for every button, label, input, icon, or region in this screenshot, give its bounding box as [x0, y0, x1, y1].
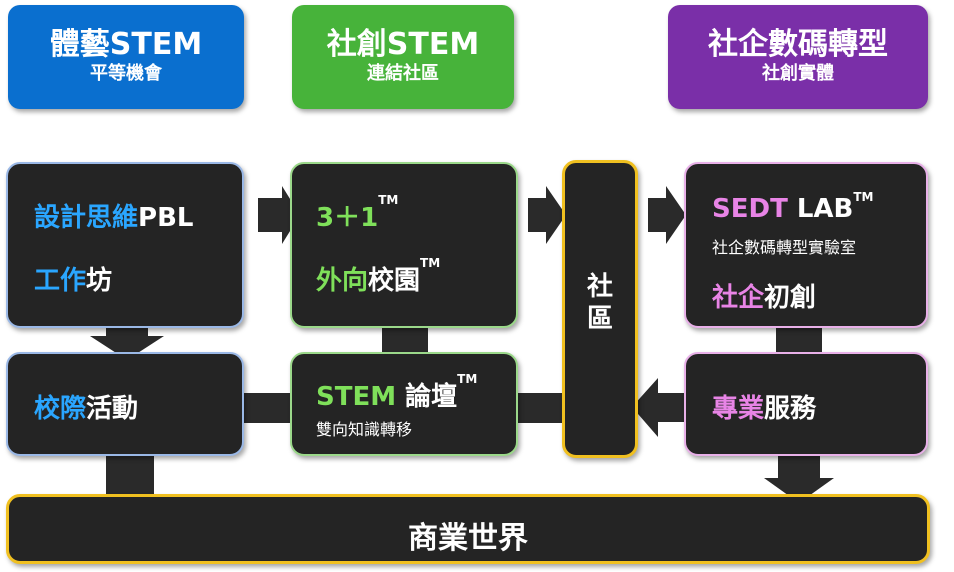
header-social-stem-subtitle: 連結社區	[367, 63, 439, 84]
community-label: 社區	[586, 272, 613, 334]
header-digital-transformation: 社企數碼轉型 社創實體	[668, 5, 928, 109]
sedt-lab-subtitle: 社企數碼轉型實驗室	[712, 238, 857, 257]
workshop-line: 工作坊	[34, 260, 112, 297]
arrow-right-3	[648, 186, 686, 244]
outward-label: 外向	[316, 266, 369, 296]
campus-label: 校園	[368, 266, 421, 296]
sedt-label: SEDT	[712, 194, 788, 224]
sedt-lab-line: SEDT LABTM	[712, 190, 874, 224]
professional-services-line: 專業服務	[712, 388, 816, 425]
header-digital-transformation-subtitle: 社創實體	[762, 63, 834, 84]
stem-forum-line: STEM 論壇TM	[316, 372, 477, 413]
community-box: 社區	[562, 160, 638, 458]
design-thinking-box: 設計思維PBL 工作坊	[6, 162, 244, 328]
business-world-box: 商業世界	[6, 494, 930, 564]
services-label: 服務	[764, 394, 817, 424]
professional-label: 專業	[712, 394, 765, 424]
connector-sedt-service	[776, 328, 822, 352]
lab-label: LAB	[787, 194, 854, 224]
workshop-label-a: 工作	[34, 266, 87, 296]
arrow-right-2	[528, 186, 566, 244]
tm-mark-1: TM	[378, 193, 399, 207]
connector-forum-community	[518, 393, 564, 423]
school-activities-line: 校際活動	[34, 388, 138, 425]
tm-mark-4: TM	[457, 372, 478, 386]
sedt-lab-box: SEDT LABTM 社企數碼轉型實驗室 社企初創	[684, 162, 928, 328]
social-enterprise-label: 社企	[712, 283, 765, 313]
three-plus-one-box: 3＋1TM 外向校園TM	[290, 162, 518, 328]
design-thinking-label: 設計思維	[34, 203, 139, 233]
pbl-label: PBL	[138, 203, 194, 233]
three-plus-one-line: 3＋1TM	[316, 193, 398, 234]
inter-school-label: 校際	[34, 394, 87, 424]
stem-label: STEM	[316, 382, 397, 412]
school-activities-box: 校際活動	[6, 352, 244, 456]
arrow-right-1	[258, 186, 300, 244]
header-social-stem-title: 社創STEM	[326, 27, 480, 62]
arrow-down-2	[764, 456, 834, 503]
connector-threeone-forum	[382, 328, 428, 352]
tm-mark-3: TM	[853, 190, 874, 204]
outward-campus-line: 外向校園TM	[316, 256, 440, 297]
three-plus-one-label: 3＋1	[316, 203, 379, 233]
forum-label: 論壇	[396, 382, 458, 412]
arrow-down-1	[90, 326, 164, 360]
header-digital-transformation-title: 社企數碼轉型	[708, 27, 888, 62]
connector-school-forum	[244, 393, 292, 423]
tm-mark-2: TM	[420, 256, 441, 270]
professional-services-box: 專業服務	[684, 352, 928, 456]
business-world-label: 商業世界	[408, 521, 528, 556]
stem-forum-subtitle: 雙向知識轉移	[316, 420, 413, 439]
header-arts-stem-subtitle: 平等機會	[90, 63, 162, 84]
stem-forum-box: STEM 論壇TM 雙向知識轉移	[290, 352, 518, 456]
social-startup-line: 社企初創	[712, 277, 816, 314]
arrow-left-1	[632, 378, 684, 437]
startup-label: 初創	[764, 283, 817, 313]
header-arts-stem: 體藝STEM 平等機會	[8, 5, 244, 109]
activities-label: 活動	[86, 394, 139, 424]
connector-school-business	[106, 456, 154, 496]
header-arts-stem-title: 體藝STEM	[49, 27, 203, 62]
design-thinking-line1: 設計思維PBL	[34, 197, 193, 234]
workshop-label-b: 坊	[86, 266, 113, 296]
header-social-stem: 社創STEM 連結社區	[292, 5, 514, 109]
